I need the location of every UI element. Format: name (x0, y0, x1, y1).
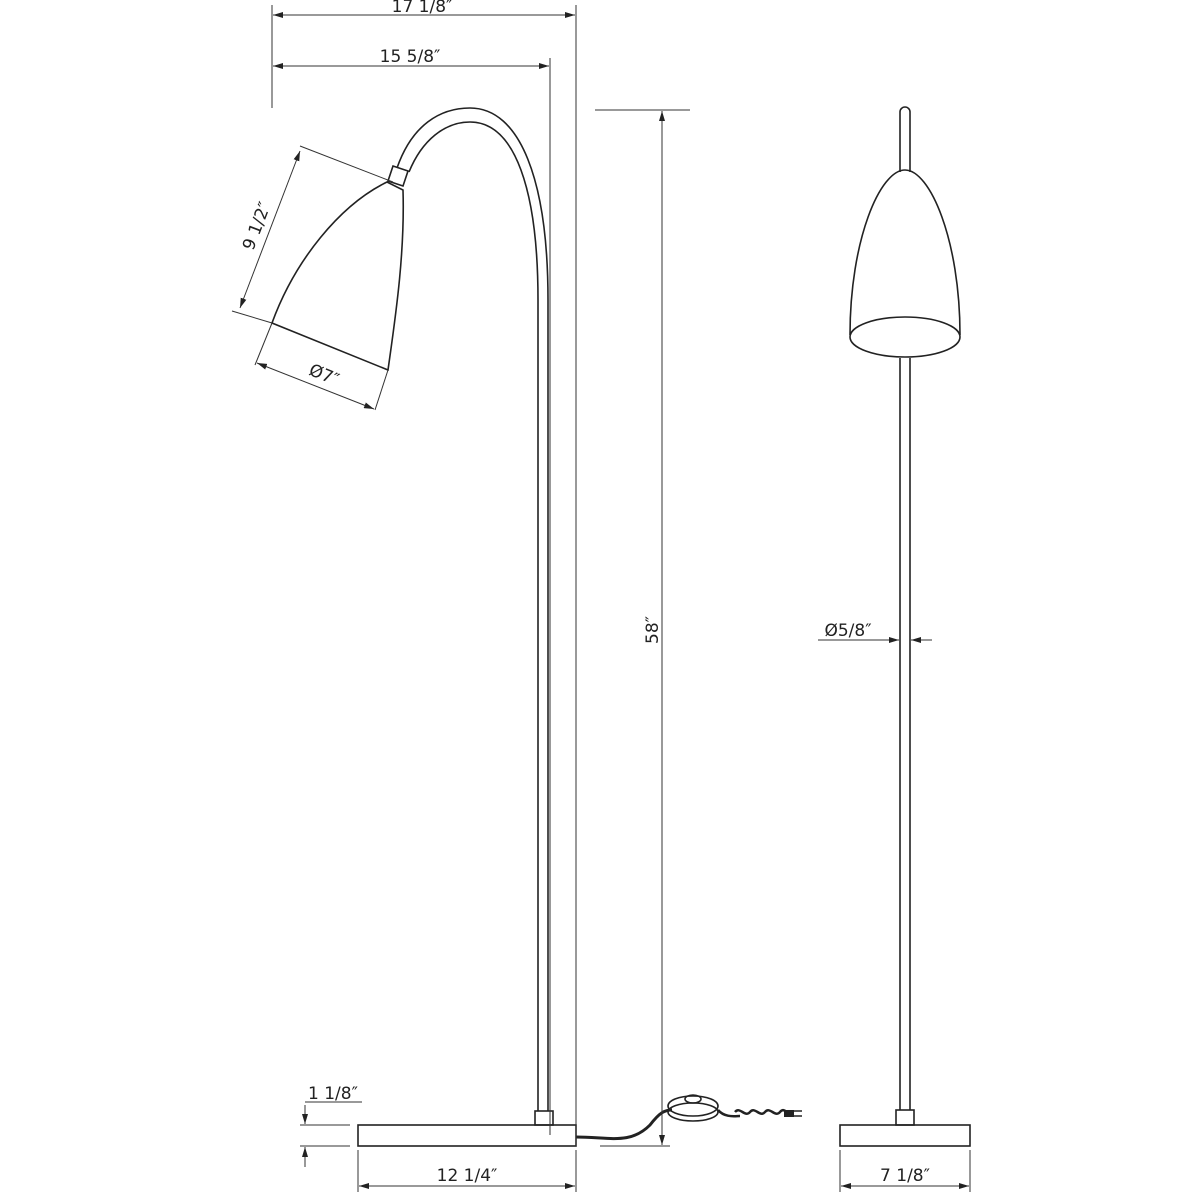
base-length-label: 12 1/4″ (437, 1166, 498, 1186)
power-cord (575, 1108, 673, 1141)
overall-height-label: 58″ (643, 616, 663, 644)
base-width-label: 7 1/8″ (880, 1166, 930, 1186)
pole-diameter-label: Ø5/8″ (824, 621, 871, 641)
shade-diameter-label: Ø7″ (306, 360, 342, 390)
gooseneck-outer (396, 107, 549, 1111)
front-shade (849, 169, 961, 336)
base-height-label: 1 1/8″ (308, 1084, 358, 1104)
shade-opening (849, 316, 961, 358)
coiled-cord (717, 1108, 794, 1118)
shade-diameter-line (256, 362, 375, 410)
shade (270, 181, 405, 372)
base (357, 1124, 577, 1147)
side-view-lamp (270, 107, 802, 1147)
plug-icon (784, 1110, 802, 1117)
reach-label: 15 5/8″ (380, 47, 441, 67)
foot-switch (667, 1094, 719, 1122)
gooseneck-inner (408, 121, 539, 1111)
front-base (839, 1124, 971, 1147)
front-pole (899, 358, 911, 1110)
shade-collar (386, 164, 410, 188)
shade-height-label: 9 1/2″ (239, 199, 276, 253)
dimension-lines (231, 5, 971, 1192)
shade-height-line (239, 150, 301, 309)
overall-width-label: 17 1/8″ (392, 0, 453, 17)
front-base-collar (895, 1109, 915, 1126)
pole-top (899, 106, 911, 172)
front-view-lamp (839, 106, 971, 1147)
